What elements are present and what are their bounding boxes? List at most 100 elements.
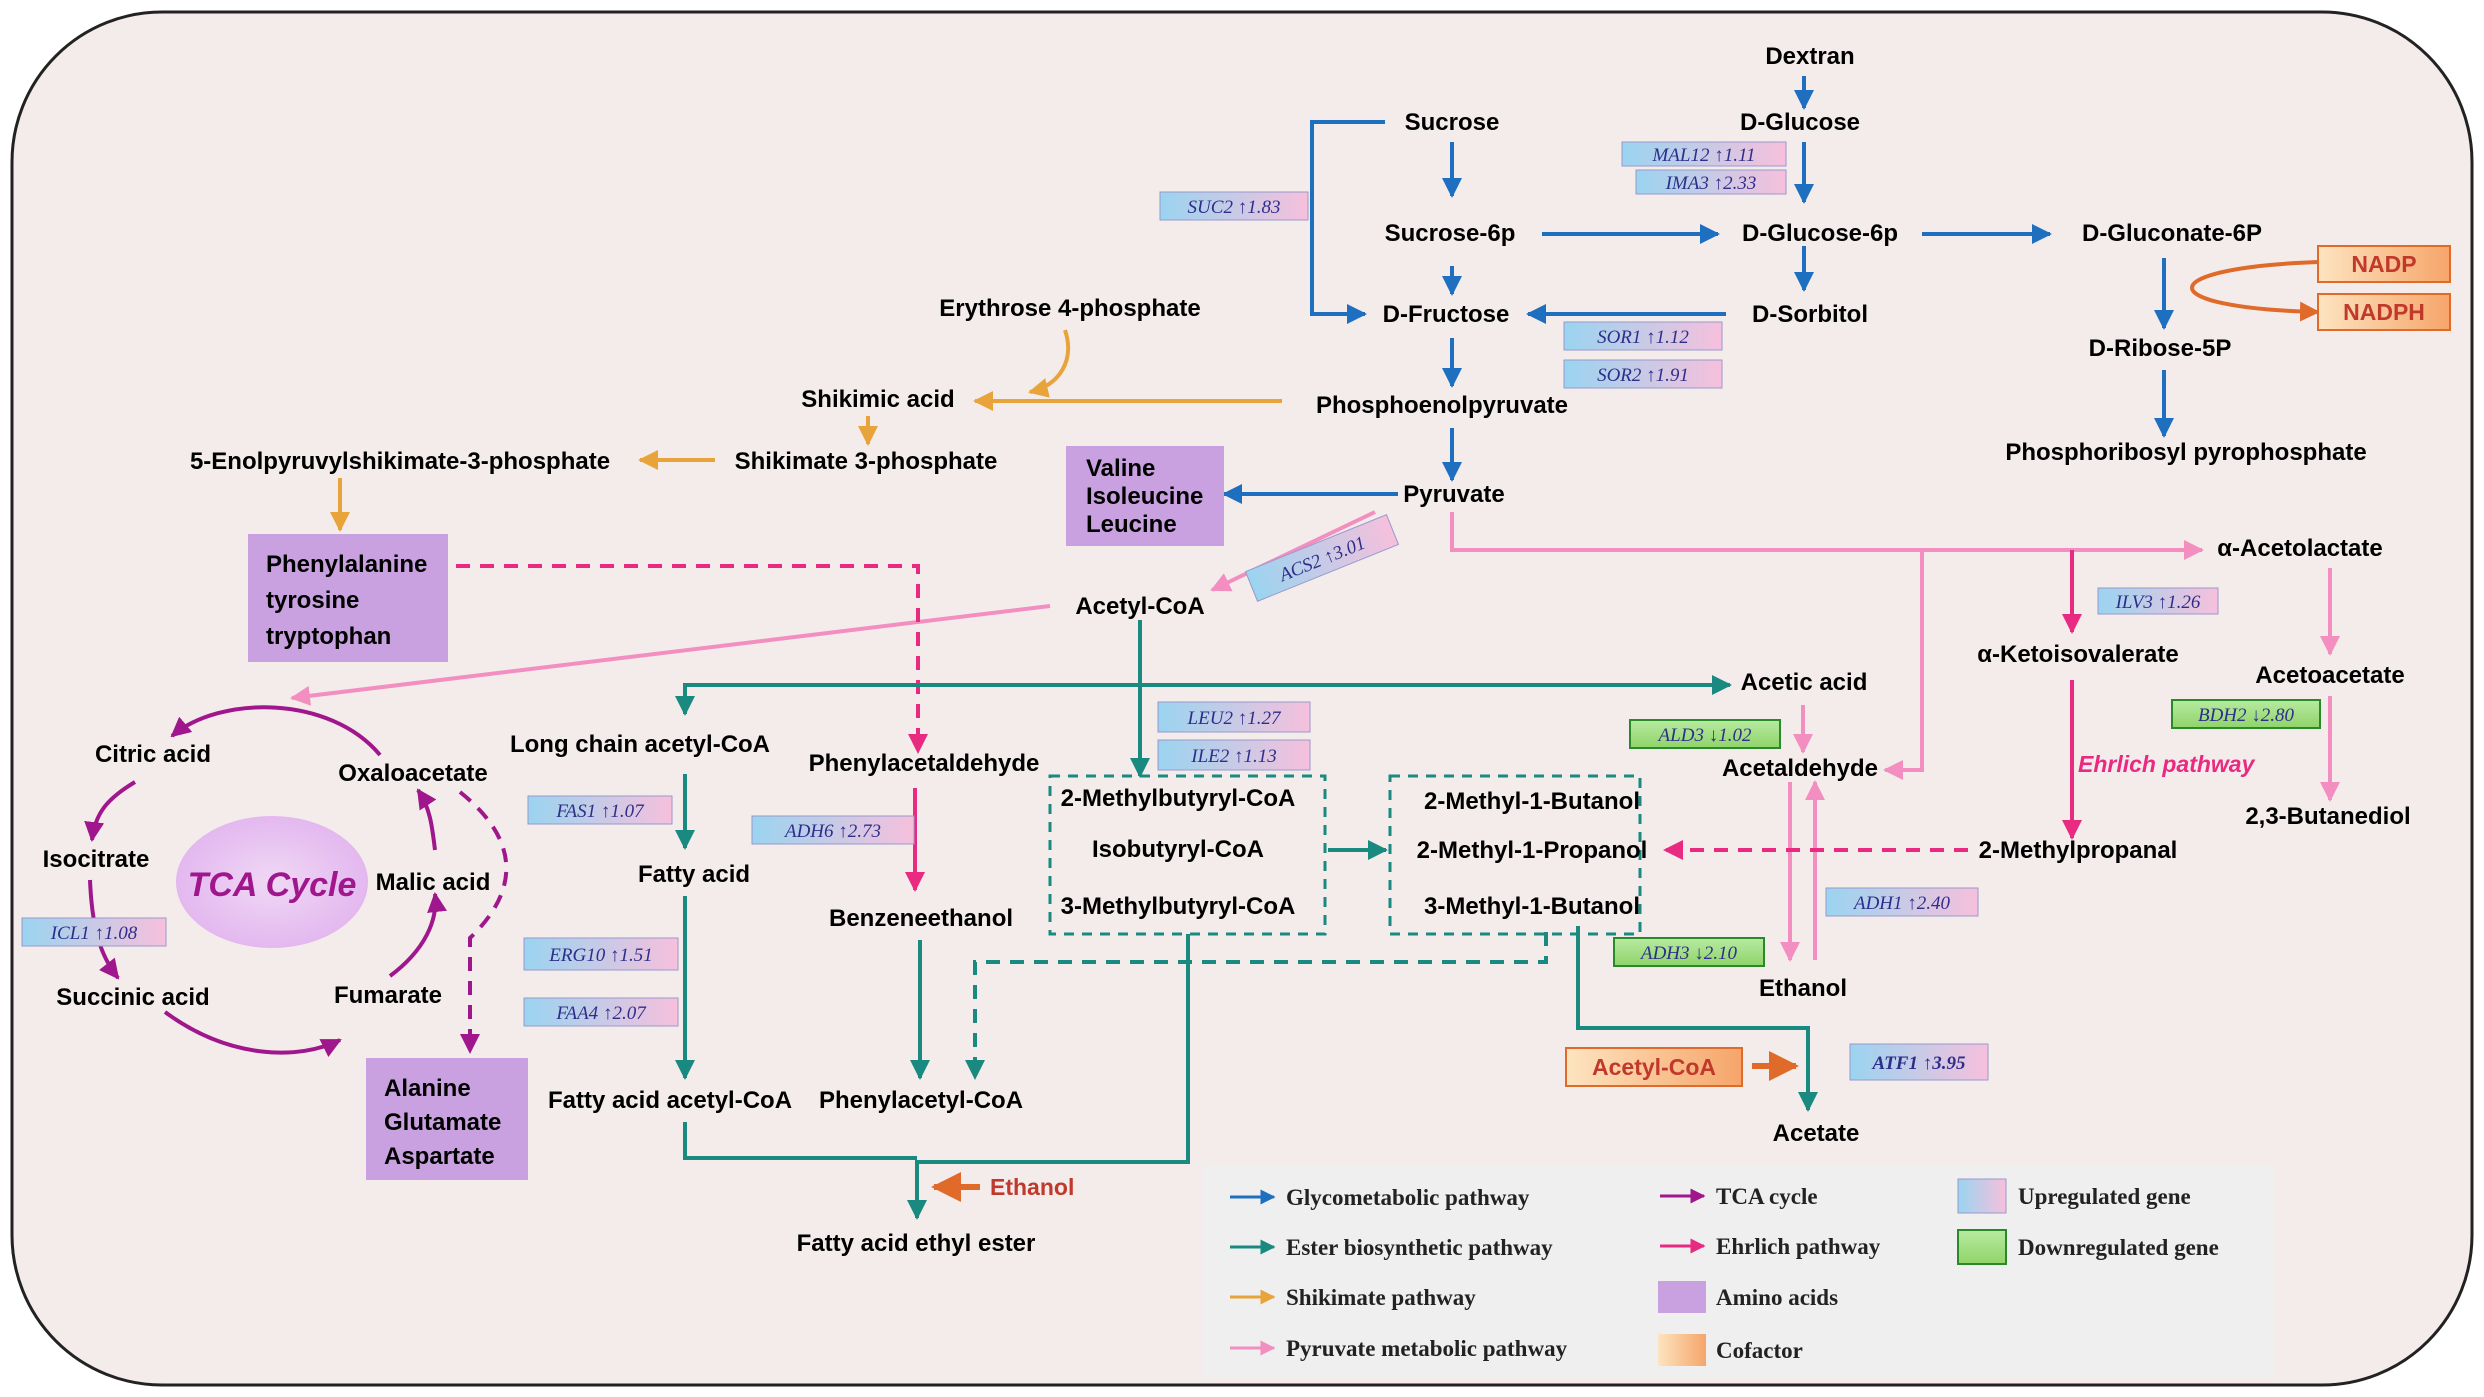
gene-fas1: FAS1 ↑1.07 [527,795,673,825]
gene-ima3: IMA3 ↑2.33 [1635,169,1787,195]
met-acetate: Acetate [1773,1120,1860,1147]
pyruvate-arrows [290,510,2340,962]
gene-leu2: LEU2 ↑1.27 [1157,701,1311,733]
legend-ehrlich: Ehrlich pathway [1660,1234,1881,1259]
met-sucrose-6p: Sucrose-6p [1385,220,1516,247]
svg-text:Shikimate pathway: Shikimate pathway [1286,1285,1476,1310]
met-alpha-acetolactate: α-Acetolactate [2217,535,2382,562]
met-shikimic-acid: Shikimic acid [801,386,954,413]
gene-ile2: ILE2 ↑1.13 [1157,739,1311,771]
met-ethanol: Ethanol [1759,975,1847,1002]
svg-text:TCA cycle: TCA cycle [1716,1184,1818,1209]
met-malic-acid: Malic acid [376,869,491,896]
legend-cofactor: Cofactor [1658,1334,1803,1366]
gene-sor1: SOR1 ↑1.12 [1563,321,1723,351]
svg-text:Amino acids: Amino acids [1716,1285,1838,1310]
amino-valine: Valine [1086,455,1155,482]
legend-amino: Amino acids [1658,1281,1838,1313]
met-fatty-acid-acetyl-coa: Fatty acid acetyl-CoA [548,1087,792,1114]
met-acetic-acid: Acetic acid [1741,669,1868,696]
cofactor-acetyl-coa: Acetyl-CoA [1565,1047,1743,1087]
amino-isoleucine: Isoleucine [1086,483,1203,510]
legend-down: Downregulated gene [1957,1229,2219,1265]
met-shikimate-3p: Shikimate 3-phosphate [735,448,998,475]
met-d-glucose: D-Glucose [1740,109,1860,136]
gene-faa4: FAA4 ↑2.07 [523,997,679,1027]
svg-text:Downregulated gene: Downregulated gene [2018,1235,2219,1260]
svg-text:SUC2 ↑1.83: SUC2 ↑1.83 [1188,197,1281,218]
amino-phenylalanine: Phenylalanine [266,551,427,578]
met-2-methyl-1-propanol: 2-Methyl-1-Propanol [1417,837,1648,864]
met-acetoacetate: Acetoacetate [2255,662,2404,689]
met-d-fructose: D-Fructose [1383,301,1510,328]
amino-box-acidic: Alanine Glutamate Aspartate [366,1058,528,1180]
met-citric-acid: Citric acid [95,741,211,768]
met-isobutyryl-coa: Isobutyryl-CoA [1092,836,1264,863]
legend-pyruvate: Pyruvate metabolic pathway [1230,1336,1568,1361]
gene-mal12: MAL12 ↑1.11 [1621,141,1787,167]
svg-text:FAS1 ↑1.07: FAS1 ↑1.07 [555,801,645,822]
gene-sor2: SOR2 ↑1.91 [1563,359,1723,389]
met-epsp: 5-Enolpyruvylshikimate-3-phosphate [190,448,610,475]
legend-shikimate: Shikimate pathway [1230,1285,1476,1310]
svg-text:Acetyl-CoA: Acetyl-CoA [1592,1054,1716,1080]
svg-text:FAA4 ↑2.07: FAA4 ↑2.07 [555,1003,647,1024]
met-acetyl-coa: Acetyl-CoA [1075,593,1204,620]
legend-tca: TCA cycle [1660,1184,1818,1209]
met-d-ribose-5p: D-Ribose-5P [2089,335,2232,362]
legend-ester: Ester biosynthetic pathway [1230,1235,1553,1260]
met-prpp: Phosphoribosyl pyrophosphate [2005,439,2366,466]
cofactor-nadph: NADPH [2317,293,2451,331]
shikimate-arrows [330,329,1282,532]
ehrlich-arrows [432,550,2082,892]
svg-text:ERG10 ↑1.51: ERG10 ↑1.51 [548,945,652,966]
met-fatty-acid: Fatty acid [638,861,750,888]
met-succinic-acid: Succinic acid [56,984,209,1011]
amino-box-bcaa: Valine Isoleucine Leucine [1066,446,1224,546]
legend-glyco: Glycometabolic pathway [1230,1185,1530,1210]
legend-up: Upregulated gene [1957,1178,2191,1214]
amino-leucine: Leucine [1086,511,1177,538]
gene-ald3: ALD3 ↓1.02 [1629,719,1781,749]
met-3-methylbutyryl-coa: 3-Methylbutyryl-CoA [1061,893,1296,920]
svg-text:ALD3 ↓1.02: ALD3 ↓1.02 [1657,725,1752,746]
tca-cycle-label: TCA Cycle [188,866,357,904]
svg-text:Ehrlich pathway: Ehrlich pathway [1716,1234,1881,1259]
svg-text:SOR2 ↑1.91: SOR2 ↑1.91 [1597,365,1689,386]
met-benzeneethanol: Benzeneethanol [829,905,1013,932]
gene-erg10: ERG10 ↑1.51 [523,937,679,971]
cofactor-arrows [931,1051,1799,1202]
met-2-methylbutyryl-coa: 2-Methylbutyryl-CoA [1061,785,1296,812]
cofactor-nadp: NADP [2317,245,2451,283]
svg-text:Ester biosynthetic pathway: Ester biosynthetic pathway [1286,1235,1553,1260]
met-phenylacetaldehyde: Phenylacetaldehyde [809,750,1040,777]
met-isocitrate: Isocitrate [43,846,150,873]
gene-adh3: ADH3 ↓2.10 [1613,937,1765,967]
nadp-nadph-conversion [2190,260,2320,322]
legend: Glycometabolic pathway Ester biosyntheti… [1202,1166,2274,1378]
svg-text:ADH1 ↑2.40: ADH1 ↑2.40 [1852,893,1951,914]
svg-text:ADH6 ↑2.73: ADH6 ↑2.73 [783,821,881,842]
met-fatty-acid-ethyl-ester: Fatty acid ethyl ester [797,1230,1036,1257]
svg-text:NADP: NADP [2351,251,2416,277]
gene-acs2: ACS2 ↑3.01 [1244,514,1400,602]
met-2-3-butanediol: 2,3-Butanediol [2245,803,2410,830]
met-2-methylpropanal: 2-Methylpropanal [1979,837,2178,864]
svg-text:ILE2 ↑1.13: ILE2 ↑1.13 [1190,746,1277,767]
met-d-glucose-6p: D-Glucose-6p [1742,220,1898,247]
svg-text:SOR1 ↑1.12: SOR1 ↑1.12 [1597,327,1689,348]
amino-box-aromatic: Phenylalanine tyrosine tryptophan [248,534,448,662]
met-d-sorbitol: D-Sorbitol [1752,301,1868,328]
svg-text:ATF1 ↑3.95: ATF1 ↑3.95 [1872,1053,1966,1074]
amino-alanine: Alanine [384,1075,471,1102]
gene-adh6: ADH6 ↑2.73 [751,815,915,845]
tca-cycle-ellipse [176,816,368,948]
met-dextran: Dextran [1765,43,1854,70]
svg-text:IMA3 ↑2.33: IMA3 ↑2.33 [1665,173,1757,194]
met-erythrose-4p: Erythrose 4-phosphate [939,295,1200,322]
amino-glutamate: Glutamate [384,1109,501,1136]
met-alpha-ketoisovalerate: α-Ketoisovalerate [1977,641,2179,668]
ester-arrows [675,620,1818,1220]
svg-text:MAL12 ↑1.11: MAL12 ↑1.11 [1651,145,1755,166]
met-acetaldehyde: Acetaldehyde [1722,755,1878,782]
